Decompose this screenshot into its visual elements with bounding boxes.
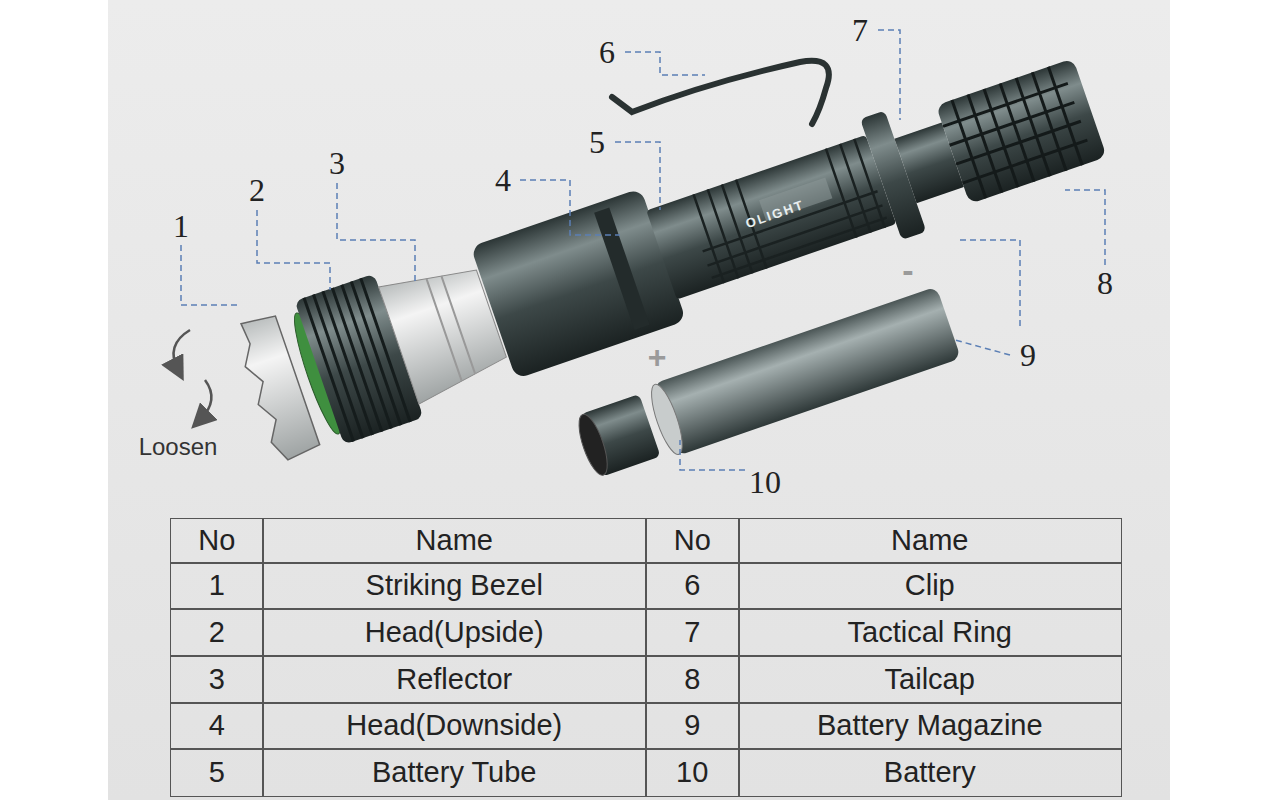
part-name: Reflector bbox=[396, 663, 512, 696]
polarity-sign: + bbox=[648, 341, 667, 373]
part-number: 6 bbox=[684, 569, 700, 602]
table-cell: 4 bbox=[170, 702, 264, 750]
part-name: Battery Tube bbox=[372, 756, 536, 789]
part-name: Head(Downside) bbox=[346, 709, 562, 742]
table-cell: 5 bbox=[170, 748, 264, 797]
callout-number: 8 bbox=[1097, 267, 1113, 299]
part-name: Striking Bezel bbox=[366, 569, 543, 602]
leader-line bbox=[257, 210, 330, 290]
magazine-opening bbox=[573, 411, 613, 478]
part-number: 7 bbox=[684, 616, 700, 649]
part-number: 9 bbox=[684, 709, 700, 742]
tube-knurling bbox=[684, 137, 890, 286]
table-cell: Head(Downside) bbox=[262, 702, 647, 750]
callout-number: 1 bbox=[173, 210, 189, 242]
leader-line bbox=[615, 142, 660, 210]
table-cell: 3 bbox=[170, 655, 264, 704]
head-ring bbox=[594, 207, 649, 329]
instruction-label: Loosen bbox=[139, 435, 218, 459]
table-cell: 2 bbox=[170, 608, 264, 657]
part-name: Head(Upside) bbox=[365, 616, 544, 649]
flashlight-body bbox=[230, 36, 1114, 467]
table-cell: Battery bbox=[738, 748, 1122, 797]
part-number: 8 bbox=[684, 663, 700, 696]
leader-line bbox=[520, 180, 620, 235]
leader-line bbox=[955, 340, 1010, 355]
battery-tube bbox=[646, 135, 896, 299]
leader-line bbox=[878, 30, 900, 120]
leader-line bbox=[1065, 190, 1105, 265]
reflector-groove bbox=[427, 274, 476, 381]
callout-number: 4 bbox=[495, 164, 511, 196]
callout-number: 10 bbox=[749, 466, 781, 498]
leader-lines bbox=[181, 30, 1105, 470]
tailcap-knurling bbox=[936, 63, 1095, 204]
table-cell: 6 bbox=[645, 562, 740, 610]
table-header-cell: Name bbox=[738, 518, 1122, 564]
part-name: Clip bbox=[905, 569, 955, 602]
tailcap bbox=[936, 58, 1107, 204]
table-cell: Battery Magazine bbox=[738, 702, 1122, 750]
callout-number: 3 bbox=[329, 147, 345, 179]
rotate-arrow bbox=[200, 380, 211, 420]
part-name: Tailcap bbox=[885, 663, 975, 696]
table-header-cell: No bbox=[645, 518, 740, 564]
table-cell: 7 bbox=[645, 608, 740, 657]
table-cell: Striking Bezel bbox=[262, 562, 647, 610]
callout-number: 7 bbox=[852, 14, 868, 46]
callout-number: 9 bbox=[1020, 339, 1036, 371]
part-number: 1 bbox=[209, 569, 225, 602]
leader-line bbox=[181, 245, 238, 305]
leader-line bbox=[960, 240, 1020, 330]
table-cell: 9 bbox=[645, 702, 740, 750]
part-number: 2 bbox=[209, 616, 225, 649]
callout-number: 5 bbox=[589, 126, 605, 158]
table-cell: Head(Upside) bbox=[262, 608, 647, 657]
rotate-arrow bbox=[174, 330, 190, 370]
part-name: Battery Magazine bbox=[817, 709, 1043, 742]
brand-text: OLIGHT bbox=[744, 198, 806, 230]
table-cell: 1 bbox=[170, 562, 264, 610]
clip bbox=[612, 61, 829, 124]
table-header-cell: Name bbox=[262, 518, 647, 564]
table-header: No bbox=[198, 524, 235, 557]
table-cell: Clip bbox=[738, 562, 1122, 610]
table-cell: Tailcap bbox=[738, 655, 1122, 704]
part-number: 4 bbox=[209, 709, 225, 742]
part-name: Battery bbox=[884, 756, 976, 789]
callout-number: 2 bbox=[249, 174, 265, 206]
part-number: 10 bbox=[676, 756, 708, 789]
table-cell: 10 bbox=[645, 748, 740, 797]
table-cell: Reflector bbox=[262, 655, 647, 704]
leader-line bbox=[337, 183, 415, 285]
table-cell: Tactical Ring bbox=[738, 608, 1122, 657]
table-header: No bbox=[674, 524, 711, 557]
table-header: Name bbox=[416, 524, 493, 557]
callout-number: 6 bbox=[599, 36, 615, 68]
battery bbox=[653, 286, 961, 456]
table-cell: 8 bbox=[645, 655, 740, 704]
leader-line bbox=[625, 52, 705, 75]
battery-group bbox=[571, 286, 961, 484]
table-header-cell: No bbox=[170, 518, 264, 564]
table-header: Name bbox=[891, 524, 968, 557]
part-number: 3 bbox=[209, 663, 225, 696]
part-number: 5 bbox=[209, 756, 225, 789]
part-name: Tactical Ring bbox=[848, 616, 1012, 649]
leader-line bbox=[680, 440, 745, 470]
polarity-sign: - bbox=[902, 253, 913, 287]
table-cell: Battery Tube bbox=[262, 748, 647, 797]
